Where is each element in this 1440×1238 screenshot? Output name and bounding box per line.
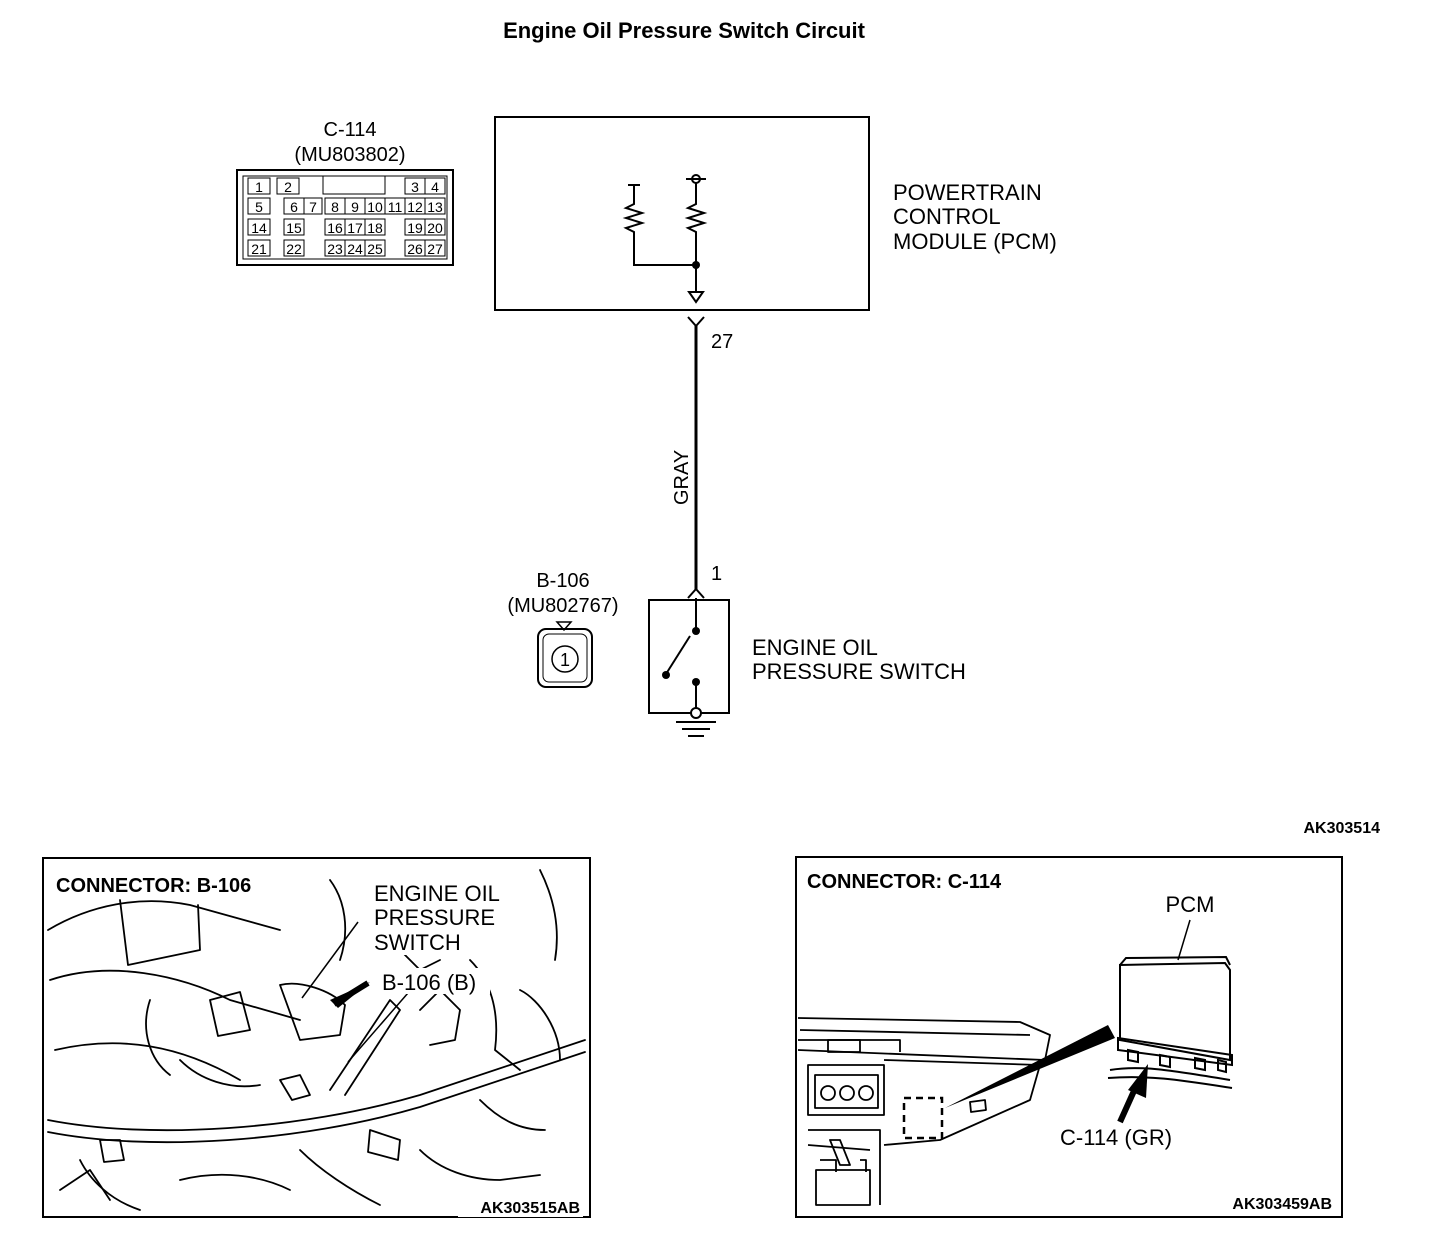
pcm-unit-illustration: [1107, 955, 1233, 1089]
c114-pin: 24: [347, 241, 363, 257]
pcm-label-line: POWERTRAIN: [893, 180, 1042, 205]
panel-c114-location: CONNECTOR: C-114: [795, 856, 1343, 1218]
pcm-module: POWERTRAIN CONTROL MODULE (PCM) 27: [494, 116, 1057, 353]
c114-id: C-114: [324, 119, 377, 141]
switch-label-line: ENGINE OIL: [752, 635, 878, 660]
pcm-label-line: MODULE (PCM): [893, 229, 1057, 254]
wire-color-label: GRAY: [671, 450, 693, 505]
c114-pin: 10: [367, 199, 383, 215]
pcm-pin-number: 27: [711, 331, 733, 353]
connector-c114-face: C-114 (MU803802) 1 2 3 4 5 6 7 8 9 10 11…: [236, 119, 454, 266]
c114-pin: 11: [388, 199, 403, 215]
c114-pin: 21: [251, 241, 267, 257]
oil-pressure-switch: 1 ENGINE OIL PRESSURE SWITCH: [648, 563, 966, 737]
c114-pin: 23: [327, 241, 343, 257]
callout-line: ENGINE OIL: [374, 881, 500, 906]
c114-pin: 15: [286, 220, 302, 236]
c114-pin: 27: [427, 241, 443, 257]
c114-pin: 4: [431, 179, 439, 195]
b106-part-number: (MU802767): [507, 595, 618, 617]
c114-pin: 9: [351, 199, 359, 215]
c114-pin: 16: [327, 220, 343, 236]
panel-b106-location: CONNECTOR: B-106 ENGINE OIL PRESSURE SWI…: [42, 857, 591, 1218]
c114-pin: 22: [286, 241, 302, 257]
c114-pin: 18: [367, 220, 383, 236]
connector-b106-face: B-106 (MU802767) 1: [507, 570, 619, 688]
c114-pin: 2: [284, 179, 292, 195]
c114-pin: 8: [331, 199, 339, 215]
b106-location-label: B-106 (B): [382, 970, 476, 995]
b106-id: B-106: [536, 570, 589, 592]
c114-pin: 13: [427, 199, 443, 215]
engine-bay-illustration: [47, 869, 586, 1211]
c114-pin: 7: [309, 199, 317, 215]
switch-pin-number: 1: [711, 563, 722, 585]
c114-pin: 3: [411, 179, 419, 195]
dashboard-illustration: [797, 1017, 1051, 1206]
gray-wire: GRAY: [671, 326, 698, 590]
pcm-location-label: PCM: [1166, 892, 1215, 917]
zoom-wedge: [945, 1025, 1115, 1108]
c114-part-number: (MU803802): [294, 144, 405, 166]
c114-pin: 1: [255, 179, 263, 195]
arrow-icon: [1128, 1064, 1148, 1098]
panel-left-heading: CONNECTOR: B-106: [56, 875, 251, 897]
panel-left-code: AK303515AB: [480, 1200, 580, 1217]
c114-pin: 14: [251, 220, 267, 236]
diagram-code: AK303514: [1304, 820, 1381, 837]
c114-pin: 6: [290, 199, 298, 215]
b106-pin-number: 1: [560, 650, 570, 670]
panel-right-code: AK303459AB: [1232, 1196, 1332, 1213]
callout-line: PRESSURE: [374, 905, 495, 930]
c114-pin: 20: [427, 220, 443, 236]
pcm-label-line: CONTROL: [893, 204, 1001, 229]
c114-pin: 19: [407, 220, 423, 236]
c114-location-label: C-114 (GR): [1060, 1125, 1172, 1150]
switch-label-line: PRESSURE SWITCH: [752, 659, 966, 684]
c114-pin: 17: [347, 220, 363, 236]
c114-pin: 25: [367, 241, 383, 257]
callout-line: SWITCH: [374, 930, 461, 955]
c114-pin: 26: [407, 241, 423, 257]
c114-pin: 12: [407, 199, 423, 215]
c114-pin: 5: [255, 199, 263, 215]
panel-right-heading: CONNECTOR: C-114: [807, 871, 1002, 893]
diagram-title: Engine Oil Pressure Switch Circuit: [503, 18, 866, 43]
